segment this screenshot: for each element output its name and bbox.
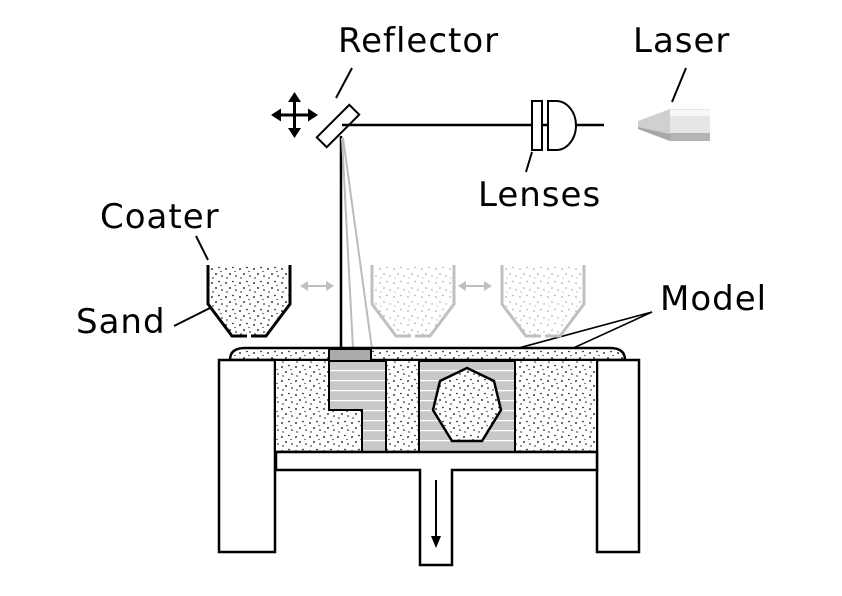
reflector-leader	[335, 67, 353, 99]
platform-down-arrow	[431, 480, 441, 548]
reflector-label: Reflector	[338, 21, 499, 61]
sand-label: Sand	[76, 302, 166, 342]
model-heptagon-cavity	[431, 366, 503, 443]
coater-active	[206, 265, 292, 338]
lenses-label: Lenses	[478, 175, 601, 215]
laser-beam-deflected-1	[341, 137, 354, 350]
chamber-right-wall	[595, 358, 641, 554]
laser-leader	[671, 67, 687, 103]
model-top-layer	[328, 348, 372, 362]
laser-beam-deflected-2	[342, 137, 373, 350]
laser-label: Laser	[633, 21, 730, 61]
model-label: Model	[660, 279, 767, 319]
lenses-leader	[525, 151, 533, 173]
sand-top-layer	[228, 346, 627, 362]
coater-label: Coater	[100, 197, 220, 237]
chamber-left-wall	[217, 358, 277, 554]
coater-ghost-1	[370, 265, 456, 338]
coater-move-arrow-1	[300, 281, 334, 291]
sand-leader	[173, 307, 211, 327]
four-way-arrow-icon	[271, 92, 318, 138]
reflector-mirror	[315, 103, 361, 149]
lens-flat	[531, 100, 543, 151]
lens-convex	[547, 100, 577, 151]
coater-move-arrow-2	[458, 281, 492, 291]
coater-ghost-2	[500, 265, 586, 338]
laser-nozzle-icon	[638, 109, 710, 141]
coater-leader	[195, 235, 209, 261]
